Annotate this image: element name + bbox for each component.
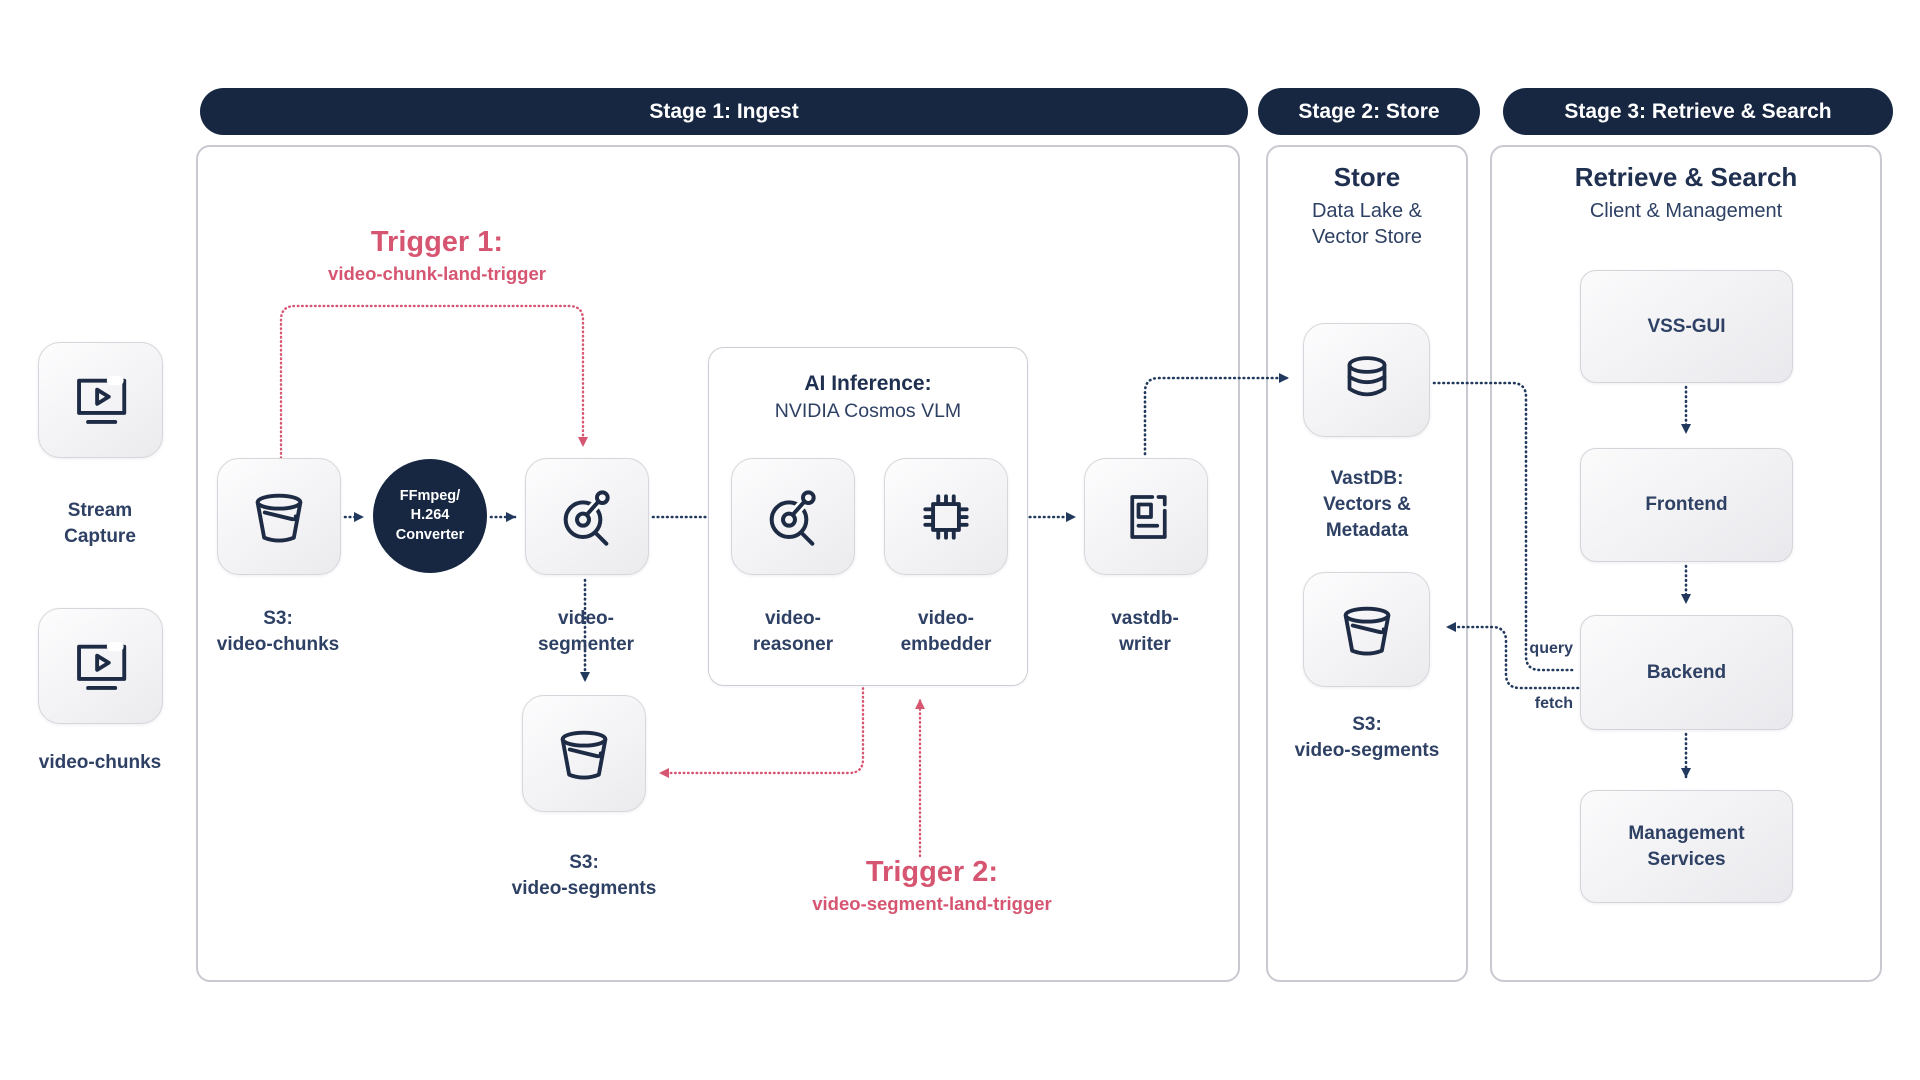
stage2-header-pill: Stage 2: Store (1258, 88, 1480, 135)
video-chunks-source-label: video-chunks (38, 752, 162, 773)
stage3-header-label: Stage 3: Retrieve & Search (1564, 99, 1832, 123)
vss-gui-box: VSS-GUI (1580, 270, 1793, 383)
s3-video-segments-stage1-node (522, 695, 646, 812)
video-reasoner-label: video- reasoner (752, 608, 834, 656)
fetch-edge-label: fetch (1534, 695, 1573, 712)
s3-video-chunks-label: S3: video-chunks (216, 608, 340, 656)
s3-video-segments-stage1-label: S3: video-segments (511, 852, 657, 900)
stage3-header-pill: Stage 3: Retrieve & Search (1503, 88, 1893, 135)
retrieve-search-title: Retrieve & Search (1574, 162, 1798, 192)
stream-capture-label: Stream Capture (64, 500, 136, 548)
bucket-icon (553, 723, 615, 785)
s3-video-segments-stage2-label: S3: video-segments (1294, 714, 1440, 762)
bucket-icon (248, 486, 310, 548)
data-lens-icon (761, 485, 825, 549)
stage1-header-pill: Stage 1: Ingest (200, 88, 1248, 135)
vastdb-writer-label: vastdb- writer (1111, 608, 1179, 656)
management-services-box: Management Services (1580, 790, 1793, 903)
ai-inference-subtitle: NVIDIA Cosmos VLM (774, 400, 962, 422)
stream-capture-node (38, 342, 163, 458)
ai-inference-title: AI Inference: (804, 372, 932, 395)
data-lens-icon (555, 485, 619, 549)
document-write-icon (1116, 487, 1176, 547)
video-chunks-source-node (38, 608, 163, 724)
backend-box: Backend (1580, 615, 1793, 730)
video-embedder-node (884, 458, 1008, 575)
s3-video-chunks-node (217, 458, 341, 575)
bucket-icon (1336, 599, 1398, 661)
frontend-box: Frontend (1580, 448, 1793, 562)
ffmpeg-converter-node: FFmpeg/ H.264 Converter (373, 459, 487, 573)
video-segmenter-label: video- segmenter (537, 608, 635, 656)
query-edge-label: query (1529, 640, 1573, 657)
stage2-panel (1266, 145, 1468, 982)
store-title: Store (1333, 162, 1401, 192)
retrieve-search-subtitle: Client & Management (1589, 200, 1783, 222)
store-subtitle: Data Lake & Vector Store (1311, 200, 1423, 249)
vastdb-writer-node (1084, 458, 1208, 575)
monitor-play-icon (70, 369, 132, 431)
trigger1-subtitle: video-chunk-land-trigger (328, 263, 546, 284)
vastdb-label: VastDB: Vectors & Metadata (1323, 468, 1411, 542)
video-segmenter-node (525, 458, 649, 575)
chip-icon (915, 486, 977, 548)
trigger2-title: Trigger 2: (865, 856, 999, 888)
s3-video-segments-stage2-node (1303, 572, 1430, 687)
trigger2-subtitle: video-segment-land-trigger (812, 893, 1052, 914)
database-icon (1337, 350, 1397, 410)
trigger1-title: Trigger 1: (370, 226, 504, 258)
monitor-play-icon (70, 635, 132, 697)
video-reasoner-node (731, 458, 855, 575)
stage2-header-label: Stage 2: Store (1298, 99, 1440, 123)
stage1-header-label: Stage 1: Ingest (649, 99, 799, 123)
video-embedder-label: video- embedder (900, 608, 992, 656)
vastdb-node (1303, 323, 1430, 437)
